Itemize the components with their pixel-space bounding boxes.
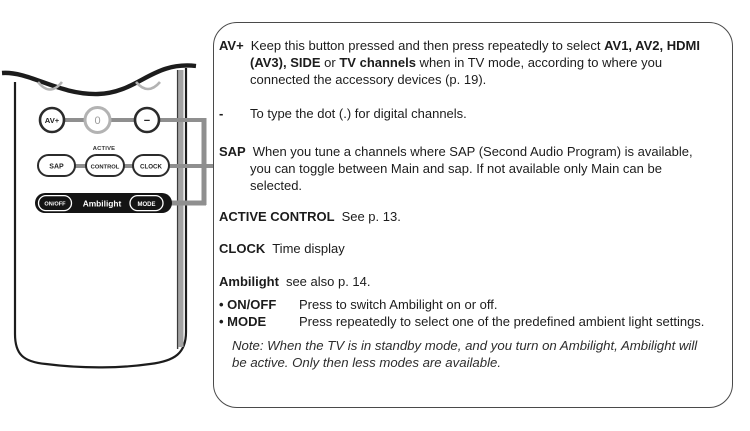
- sap-button-label: SAP: [49, 164, 64, 171]
- entry-avplus: AV+ Keep this button pressed and then pre…: [219, 38, 700, 87]
- entry-active-control: ACTIVE CONTROL See p. 13.: [219, 208, 708, 225]
- entry-avplus-bold-sources: AV1, AV2, HDMI (AV3), SIDE: [250, 38, 700, 70]
- zero-button: 0: [83, 106, 112, 134]
- entry-clock-term: CLOCK: [219, 241, 266, 256]
- entry-clock: CLOCK Time display: [219, 240, 708, 257]
- bullet-mode-text: Press repeatedly to select one of the pr…: [299, 314, 705, 329]
- remote-illustration: AV+ 0 − ACTIVE SAP CONTROL CLOCK: [1, 63, 214, 369]
- callout-lines: [64, 118, 214, 206]
- avplus-button-label: AV+: [45, 116, 60, 125]
- minus-button: −: [133, 106, 161, 134]
- entry-ambilight-text: see also p. 14.: [285, 274, 371, 289]
- standby-note: Note: When the TV is in standby mode, an…: [232, 338, 698, 370]
- entry-sap: SAP When you tune a channels where SAP (S…: [219, 143, 708, 194]
- ambilight-bar-label: Ambilight: [83, 198, 122, 208]
- control-button-label: CONTROL: [91, 164, 120, 170]
- minus-button-label: −: [144, 115, 150, 127]
- entry-ambilight: Ambilight see also p. 14.: [219, 273, 708, 290]
- entry-avplus-text: Keep this button pressed and then press …: [250, 38, 605, 53]
- bullet-mode: • MODE Press repeatedly to select one of …: [219, 313, 708, 330]
- entry-dot: - To type the dot (.) for digital channel…: [219, 105, 708, 122]
- avplus-button: AV+: [38, 106, 66, 134]
- clock-button-label: CLOCK: [140, 163, 163, 170]
- description-panel: AV+ Keep this button pressed and then pre…: [213, 22, 733, 408]
- entry-active-control-text: See p. 13.: [341, 209, 401, 224]
- ambilight-bar: ON/OFF Ambilight MODE: [35, 193, 172, 213]
- control-button: CONTROL: [85, 154, 125, 177]
- entry-avplus-term: AV+: [219, 38, 244, 53]
- clock-button: CLOCK: [132, 154, 170, 177]
- entry-clock-text: Time display: [272, 241, 345, 256]
- entry-dot-term: -: [219, 106, 224, 121]
- mode-button: MODE: [129, 194, 164, 212]
- bullet-onoff-text: Press to switch Ambilight on or off.: [299, 297, 498, 312]
- entry-dot-text: To type the dot (.) for digital channels…: [250, 106, 467, 121]
- entry-sap-term: SAP: [219, 144, 246, 159]
- cut-button-arc: [36, 81, 64, 91]
- description-panel-content: AV+ Keep this button pressed and then pre…: [214, 23, 732, 371]
- entry-avplus-bold-tv: TV channels: [339, 55, 416, 70]
- entry-ambilight-term: Ambilight: [219, 274, 279, 289]
- onoff-button: ON/OFF: [37, 194, 73, 212]
- zero-button-label: 0: [94, 115, 100, 127]
- mode-button-label: MODE: [138, 202, 156, 208]
- bullet-onoff: • ON/OFF Press to switch Ambilight on or …: [219, 296, 708, 313]
- onoff-button-label: ON/OFF: [44, 202, 66, 208]
- cut-button-arc: [135, 81, 161, 91]
- bullet-onoff-term: • ON/OFF: [219, 297, 277, 312]
- bullet-mode-term: • MODE: [219, 314, 267, 329]
- active-label: ACTIVE: [93, 146, 115, 152]
- remote-body-outline: [13, 68, 188, 369]
- torn-edge-wave: [1, 63, 197, 97]
- sap-button: SAP: [37, 154, 76, 177]
- entry-active-control-term: ACTIVE CONTROL: [219, 209, 335, 224]
- entry-sap-text: When you tune a channels where SAP (Seco…: [250, 144, 693, 193]
